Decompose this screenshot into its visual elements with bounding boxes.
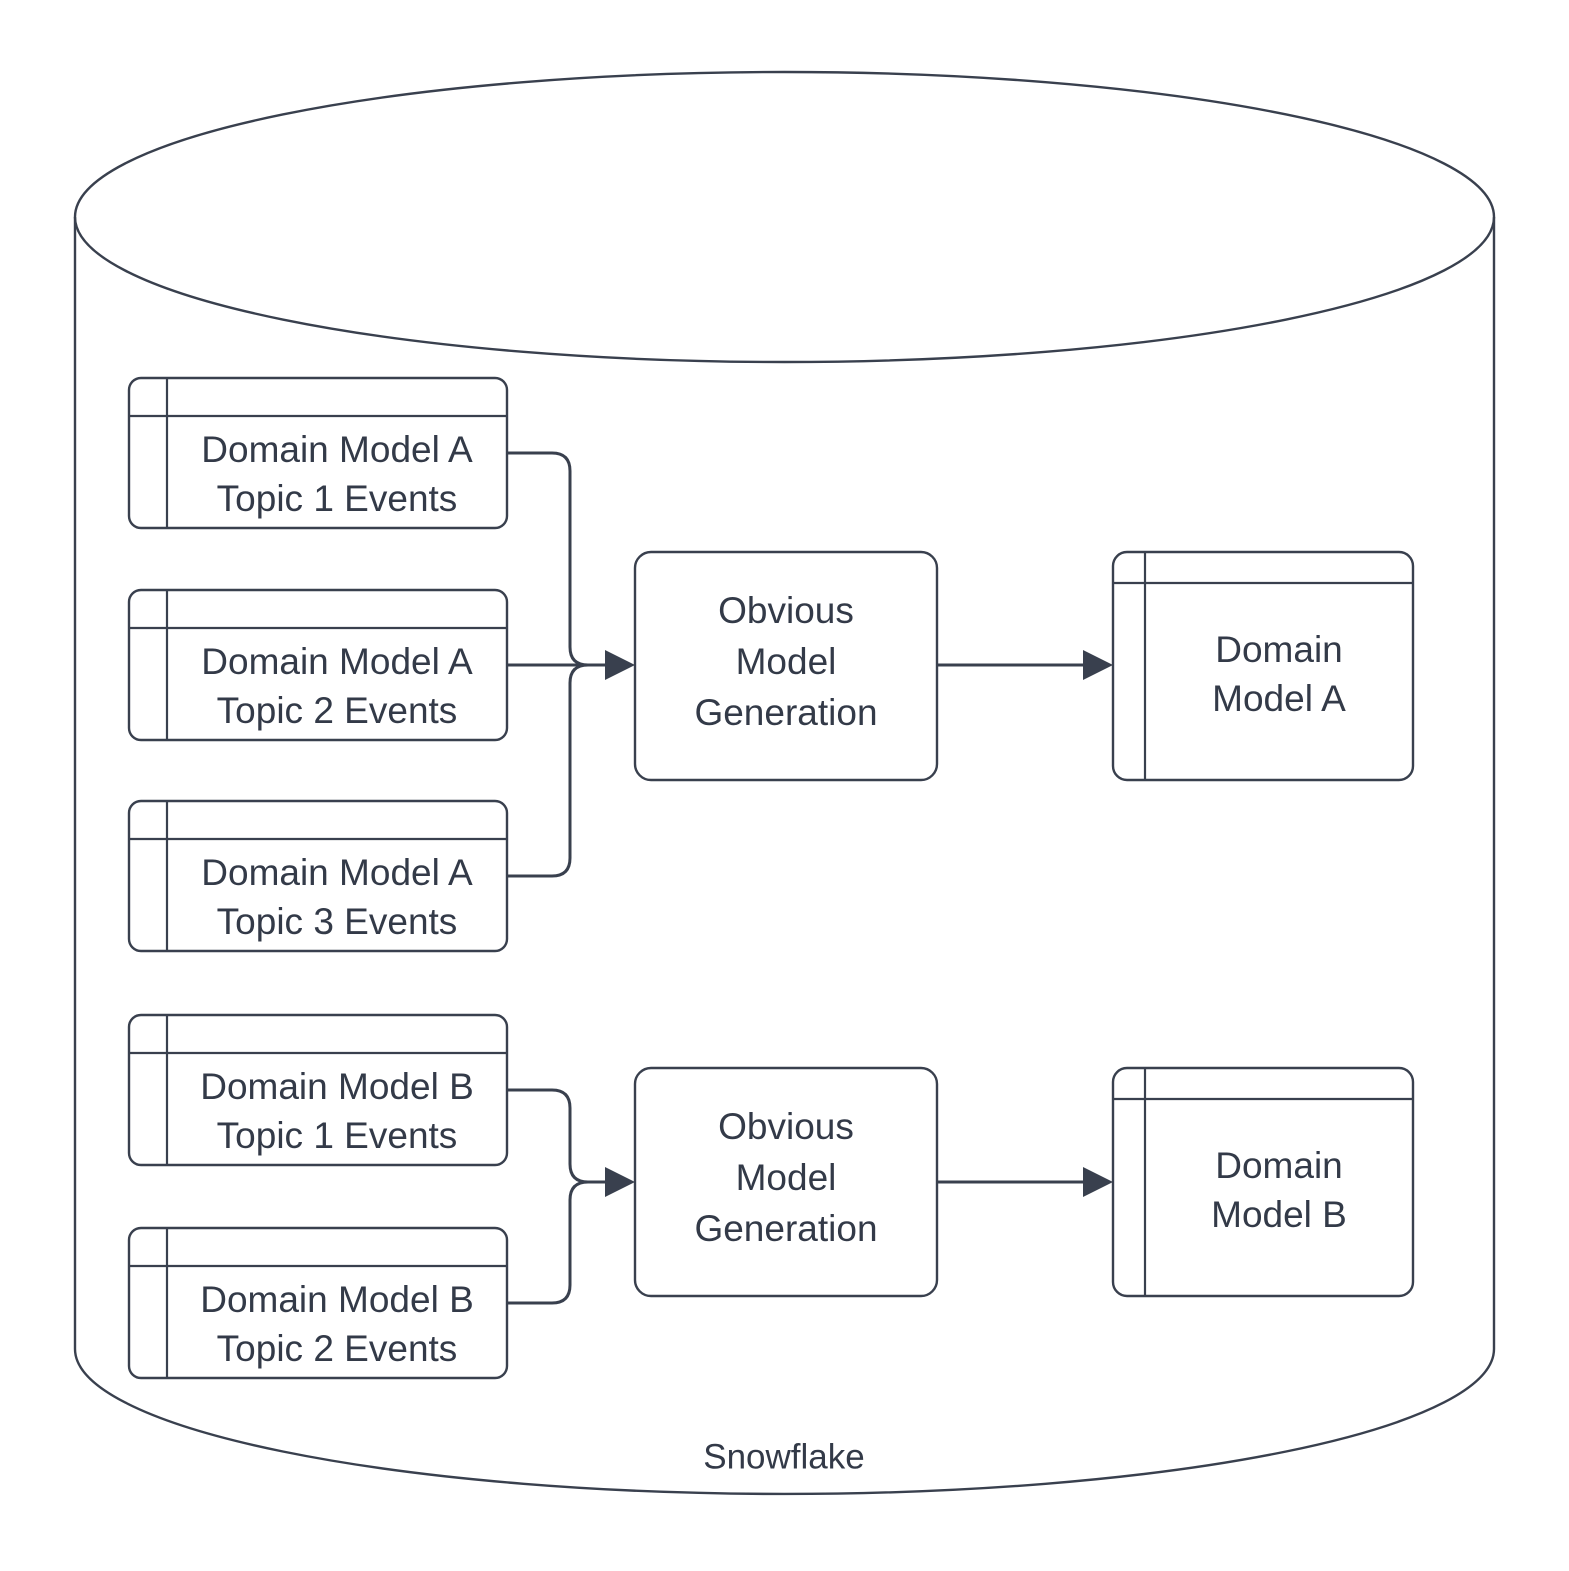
edge-a-topic-1-to-omg-a[interactable] [507, 451, 608, 667]
edge-group-b [507, 1088, 1113, 1305]
node-label-line1: Domain Model A [201, 641, 473, 682]
process-box [633, 550, 939, 782]
node-label-line2: Topic 1 Events [217, 1115, 458, 1156]
snowflake-cylinder[interactable] [73, 70, 1496, 1496]
node-a-topic-1[interactable]: Domain Model A Topic 1 Events [127, 376, 509, 530]
node-label-line2: Topic 3 Events [217, 901, 458, 942]
arrowhead-into-omg-b [605, 1167, 635, 1197]
cylinder-bottom-arc [73, 1348, 1496, 1496]
arrowhead-into-omg-a [605, 650, 635, 680]
node-label-line2: Model B [1211, 1194, 1347, 1235]
node-a-topic-2[interactable]: Domain Model A Topic 2 Events [127, 588, 509, 742]
node-domain-model-a[interactable]: Domain Model A [1111, 550, 1415, 782]
node-label-line1: Obvious [718, 590, 854, 631]
node-label-line1: Obvious [718, 1106, 854, 1147]
node-label-line3: Generation [694, 692, 877, 733]
snowflake-container-label: Snowflake [703, 1437, 864, 1476]
table-body [1111, 1066, 1415, 1298]
edge-group-a [507, 451, 1113, 878]
node-omg-b[interactable]: Obvious Model Generation [633, 1066, 939, 1298]
node-label-line1: Domain Model B [200, 1066, 474, 1107]
edge-b-topic-2-to-omg-b[interactable] [507, 1180, 608, 1305]
node-omg-a[interactable]: Obvious Model Generation [633, 550, 939, 782]
arrowhead-into-domain-model-b [1083, 1167, 1113, 1197]
node-a-topic-3[interactable]: Domain Model A Topic 3 Events [127, 799, 509, 953]
node-label-line1: Domain Model A [201, 852, 473, 893]
node-label-line1: Domain [1215, 1145, 1343, 1186]
table-body [1111, 550, 1415, 782]
edge-b-topic-1-to-omg-b[interactable] [507, 1088, 608, 1184]
node-label-line2: Topic 1 Events [217, 478, 458, 519]
node-label-line1: Domain Model A [201, 429, 473, 470]
cylinder-top-ellipse [73, 70, 1496, 364]
arrowhead-into-domain-model-a [1083, 650, 1113, 680]
node-label-line2: Model A [1212, 678, 1346, 719]
process-box [633, 1066, 939, 1298]
edge-a-topic-3-to-omg-a[interactable] [507, 663, 608, 878]
node-label-line3: Generation [694, 1208, 877, 1249]
node-label-line2: Model [736, 641, 837, 682]
node-b-topic-1[interactable]: Domain Model B Topic 1 Events [127, 1013, 509, 1167]
node-label-line1: Domain Model B [200, 1279, 474, 1320]
node-b-topic-2[interactable]: Domain Model B Topic 2 Events [127, 1226, 509, 1380]
node-label-line2: Topic 2 Events [217, 690, 458, 731]
node-domain-model-b[interactable]: Domain Model B [1111, 1066, 1415, 1298]
node-label-line2: Topic 2 Events [217, 1328, 458, 1369]
node-label-line1: Domain [1215, 629, 1343, 670]
node-label-line2: Model [736, 1157, 837, 1198]
